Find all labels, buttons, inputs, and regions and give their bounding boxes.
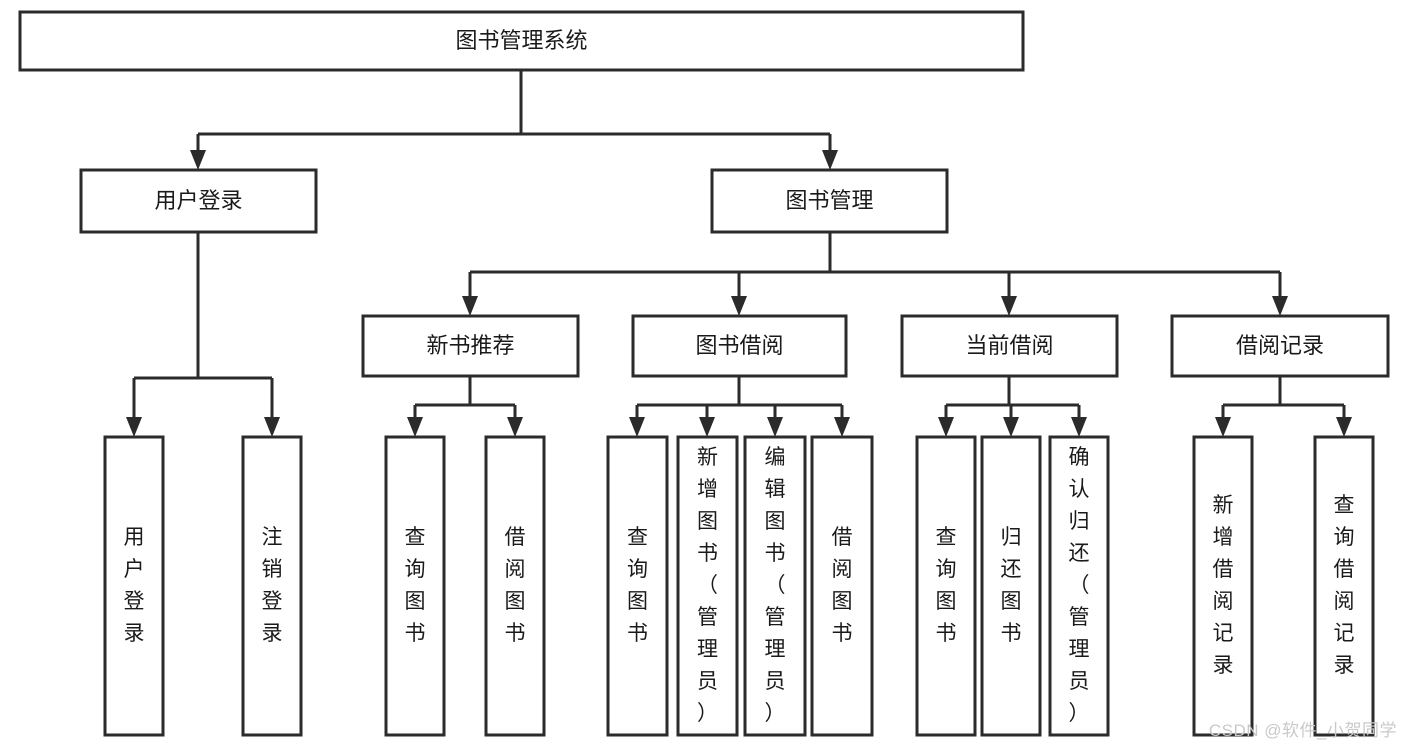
node-box-leaf-query-book-cur[interactable] (915, 435, 977, 737)
group-3-arrow-0-head (1215, 417, 1231, 437)
group-0-arrow-0-head (407, 417, 423, 437)
node-label-leaf-query-book-cur: 查询图书 (936, 526, 957, 645)
node-leaf-query-book-cur[interactable]: 查询图书 (915, 435, 977, 737)
node-leaf-confirm-return-admin[interactable]: 确认归还（管理员） (1048, 435, 1110, 737)
group-2-arrow-0-head (938, 417, 954, 437)
node-leaf-borrow-book[interactable]: 借阅图书 (810, 435, 874, 737)
group-2-arrow-1-head (1003, 417, 1019, 437)
node-layer: 图书管理系统用户登录图书管理新书推荐图书借阅当前借阅借阅记录用户登录注销登录查询… (18, 10, 1390, 737)
node-label-leaf-query-book-borrow: 查询图书 (627, 526, 648, 645)
node-box-new-book-recommend[interactable] (361, 314, 580, 378)
node-label-current-borrow: 当前借阅 (965, 333, 1053, 358)
node-box-user-login[interactable] (79, 168, 318, 234)
group-3-arrow-1-head (1336, 417, 1352, 437)
root-arrow-1-head (822, 150, 838, 170)
node-label-leaf-borrow-book: 借阅图书 (832, 526, 853, 645)
node-new-book-recommend[interactable]: 新书推荐 (361, 314, 580, 378)
node-label-user-login: 用户登录 (154, 188, 242, 213)
node-leaf-add-book-admin[interactable]: 新增图书（管理员） (676, 435, 739, 737)
node-leaf-edit-book-admin[interactable]: 编辑图书（管理员） (743, 435, 807, 737)
manage-arrow-1-head (731, 296, 747, 316)
node-label-leaf-return-book: 归还图书 (1001, 526, 1022, 645)
group-1-arrow-3-head (834, 417, 850, 437)
login-arrow-1-head (264, 417, 280, 437)
node-box-leaf-add-book-admin[interactable] (676, 435, 739, 737)
group-1-arrow-1-head (699, 417, 715, 437)
node-leaf-query-borrow-record[interactable]: 查询借阅记录 (1313, 435, 1375, 737)
login-arrow-0-head (126, 417, 142, 437)
node-box-leaf-user-login[interactable] (103, 435, 165, 737)
node-label-leaf-query-book-rec: 查询图书 (405, 526, 426, 645)
group-1-arrow-0-head (629, 417, 645, 437)
node-box-leaf-borrow-book-rec[interactable] (484, 435, 546, 737)
node-leaf-user-login[interactable]: 用户登录 (103, 435, 165, 737)
group-2-arrow-2-head (1071, 417, 1087, 437)
node-box-leaf-return-book[interactable] (980, 435, 1042, 737)
csdn-watermark: CSDN @软件_小贺同学 (1208, 721, 1397, 740)
node-label-leaf-add-borrow-record: 新增借阅记录 (1213, 494, 1234, 677)
node-leaf-add-borrow-record[interactable]: 新增借阅记录 (1192, 435, 1254, 737)
node-leaf-borrow-book-rec[interactable]: 借阅图书 (484, 435, 546, 737)
node-current-borrow[interactable]: 当前借阅 (900, 314, 1119, 378)
node-label-new-book-recommend: 新书推荐 (426, 333, 514, 358)
node-box-root[interactable] (18, 10, 1025, 72)
node-label-book-borrow: 图书借阅 (695, 333, 783, 358)
node-label-root: 图书管理系统 (455, 28, 587, 53)
node-box-leaf-borrow-book[interactable] (810, 435, 874, 737)
root-arrow-0-head (190, 150, 206, 170)
node-label-leaf-add-book-admin: 新增图书（管理员） (697, 446, 718, 725)
node-box-borrow-record[interactable] (1170, 314, 1390, 378)
node-box-leaf-user-logout[interactable] (241, 435, 303, 737)
node-leaf-return-book[interactable]: 归还图书 (980, 435, 1042, 737)
node-book-borrow[interactable]: 图书借阅 (631, 314, 848, 378)
node-label-leaf-confirm-return-admin: 确认归还（管理员） (1069, 446, 1090, 725)
connector-layer (126, 70, 1352, 437)
node-label-leaf-user-logout: 注销登录 (262, 526, 283, 645)
node-box-leaf-query-borrow-record[interactable] (1313, 435, 1375, 737)
node-borrow-record[interactable]: 借阅记录 (1170, 314, 1390, 378)
manage-arrow-0-head (462, 296, 478, 316)
node-label-borrow-record: 借阅记录 (1236, 333, 1324, 358)
node-label-leaf-user-login: 用户登录 (124, 526, 145, 645)
node-box-leaf-query-book-borrow[interactable] (606, 435, 669, 737)
node-box-leaf-add-borrow-record[interactable] (1192, 435, 1254, 737)
manage-arrow-3-head (1272, 296, 1288, 316)
node-box-book-manage[interactable] (710, 168, 949, 234)
node-label-leaf-query-borrow-record: 查询借阅记录 (1334, 494, 1355, 677)
group-1-arrow-2-head (767, 417, 783, 437)
node-book-manage[interactable]: 图书管理 (710, 168, 949, 234)
node-label-book-manage: 图书管理 (785, 188, 873, 213)
node-leaf-query-book-borrow[interactable]: 查询图书 (606, 435, 669, 737)
node-root[interactable]: 图书管理系统 (18, 10, 1025, 72)
node-box-leaf-edit-book-admin[interactable] (743, 435, 807, 737)
node-box-leaf-query-book-rec[interactable] (384, 435, 446, 737)
manage-arrow-2-head (1001, 296, 1017, 316)
node-leaf-query-book-rec[interactable]: 查询图书 (384, 435, 446, 737)
node-leaf-user-logout[interactable]: 注销登录 (241, 435, 303, 737)
node-box-leaf-confirm-return-admin[interactable] (1048, 435, 1110, 737)
node-box-book-borrow[interactable] (631, 314, 848, 378)
node-user-login[interactable]: 用户登录 (79, 168, 318, 234)
node-label-leaf-edit-book-admin: 编辑图书（管理员） (765, 446, 786, 725)
node-label-leaf-borrow-book-rec: 借阅图书 (505, 526, 526, 645)
group-0-arrow-1-head (507, 417, 523, 437)
node-box-current-borrow[interactable] (900, 314, 1119, 378)
